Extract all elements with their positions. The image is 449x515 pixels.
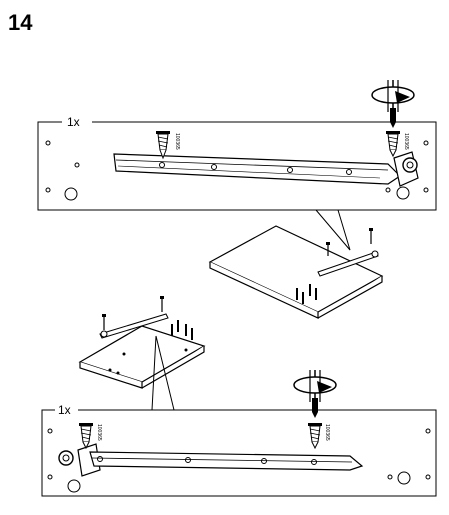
- panel-hole: [387, 474, 393, 480]
- step-number: 14: [8, 10, 33, 35]
- bottom-callout-panel: 1x 100365: [41, 370, 437, 497]
- panel-hole: [385, 187, 391, 193]
- callout-pointer: [315, 209, 351, 251]
- rotation-arrow-icon: [293, 370, 337, 402]
- bottom-quantity-label: 1x: [58, 403, 71, 417]
- screw-icon: [386, 131, 400, 158]
- panel-hole-large: [67, 479, 81, 493]
- panel-hole: [425, 474, 431, 480]
- bottom-part-number-right: 100365: [324, 424, 330, 441]
- panel-hole: [423, 140, 429, 146]
- top-part-number-left: 100365: [174, 133, 180, 150]
- panel-hole: [423, 187, 429, 193]
- panel-hole-large: [396, 186, 410, 200]
- board-left: [78, 296, 206, 389]
- runner-wheel: [402, 157, 418, 173]
- screw-icon: [79, 423, 93, 450]
- screw-icon: [156, 131, 170, 160]
- top-callout-panel: 1x 100365: [37, 80, 437, 211]
- rotation-arrow-icon: [371, 80, 415, 112]
- drawer-runner: [113, 151, 419, 187]
- panel-hole: [74, 162, 80, 168]
- bottom-part-number-left: 100365: [96, 424, 102, 441]
- board-right: [208, 225, 384, 319]
- top-part-number-right: 100365: [403, 133, 409, 150]
- panel-hole: [47, 474, 53, 480]
- callout-pointer: [151, 335, 175, 411]
- drawer-runner: [58, 443, 364, 477]
- top-quantity-label: 1x: [67, 115, 80, 129]
- panel-hole-large: [397, 471, 411, 485]
- panel-hole: [425, 428, 431, 434]
- panel-hole-large: [64, 187, 78, 201]
- panel-hole: [45, 140, 51, 146]
- runner-wheel: [58, 450, 74, 466]
- screw-icon: [308, 423, 322, 450]
- panel-hole: [45, 187, 51, 193]
- panel-hole: [47, 428, 53, 434]
